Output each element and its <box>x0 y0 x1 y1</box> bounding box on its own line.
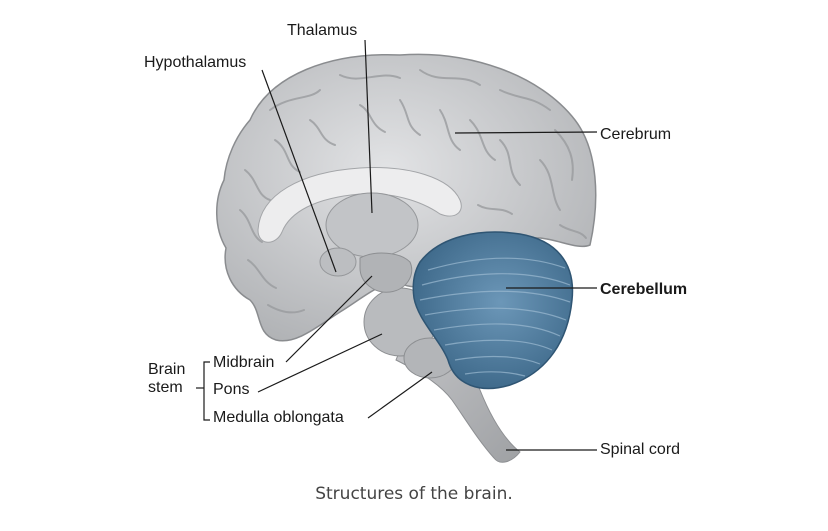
cerebellum-folia <box>419 257 571 377</box>
corpus-callosum-shape <box>257 167 462 243</box>
label-brain-stem-line2: stem <box>148 379 183 396</box>
leader-lines <box>196 39 598 451</box>
label-cerebrum: Cerebrum <box>600 126 672 143</box>
label-thalamus: Thalamus <box>287 22 358 39</box>
label-cerebellum: Cerebellum <box>600 281 688 298</box>
label-brain-stem-line1: Brain <box>148 361 186 378</box>
label-midbrain: Midbrain <box>213 354 275 371</box>
label-spinal-cord: Spinal cord <box>600 441 681 458</box>
gyri-texture <box>239 69 587 314</box>
label-hypothalamus: Hypothalamus <box>144 54 247 71</box>
label-medulla-oblongata: Medulla oblongata <box>213 409 344 426</box>
figure-caption: Structures of the brain. <box>315 484 513 504</box>
cerebellum-shape <box>412 231 574 390</box>
label-pons: Pons <box>213 381 250 398</box>
hypothalamus-shape <box>319 247 357 277</box>
